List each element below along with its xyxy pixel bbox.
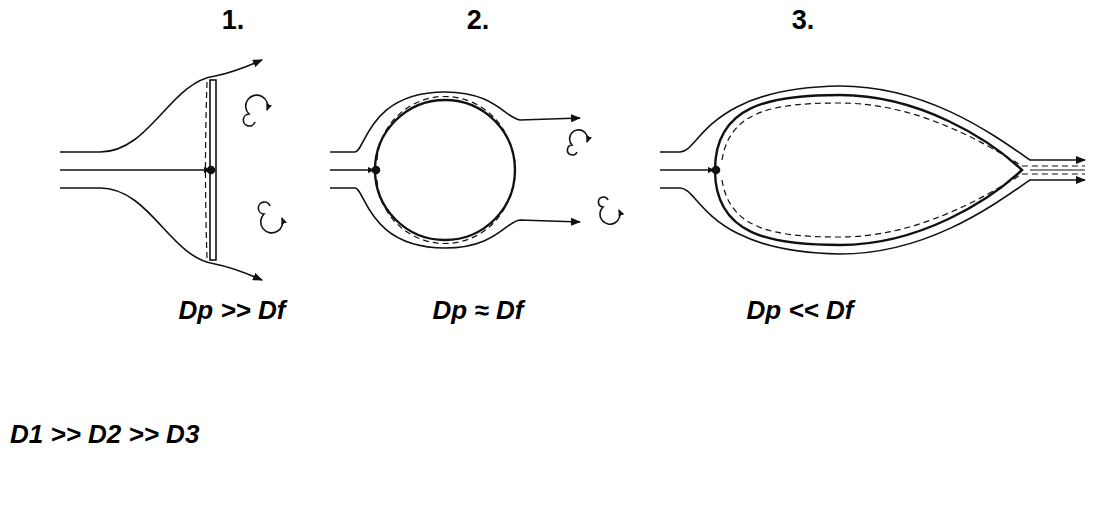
figure-number: 1.	[222, 6, 245, 36]
drag-relation: Dp >> Df	[179, 296, 286, 325]
drag-relation: D1 >> D2 >> D3	[10, 420, 199, 449]
drag-relation: Dp ≈ Df	[433, 296, 524, 325]
streamlined-body-figure	[660, 86, 1085, 254]
flat-plate-figure	[60, 60, 283, 280]
figure-number: 2.	[467, 6, 490, 36]
drag-relation: Dp << Df	[747, 296, 854, 325]
cylinder-figure	[330, 92, 620, 248]
figure-number: 3.	[792, 6, 815, 36]
